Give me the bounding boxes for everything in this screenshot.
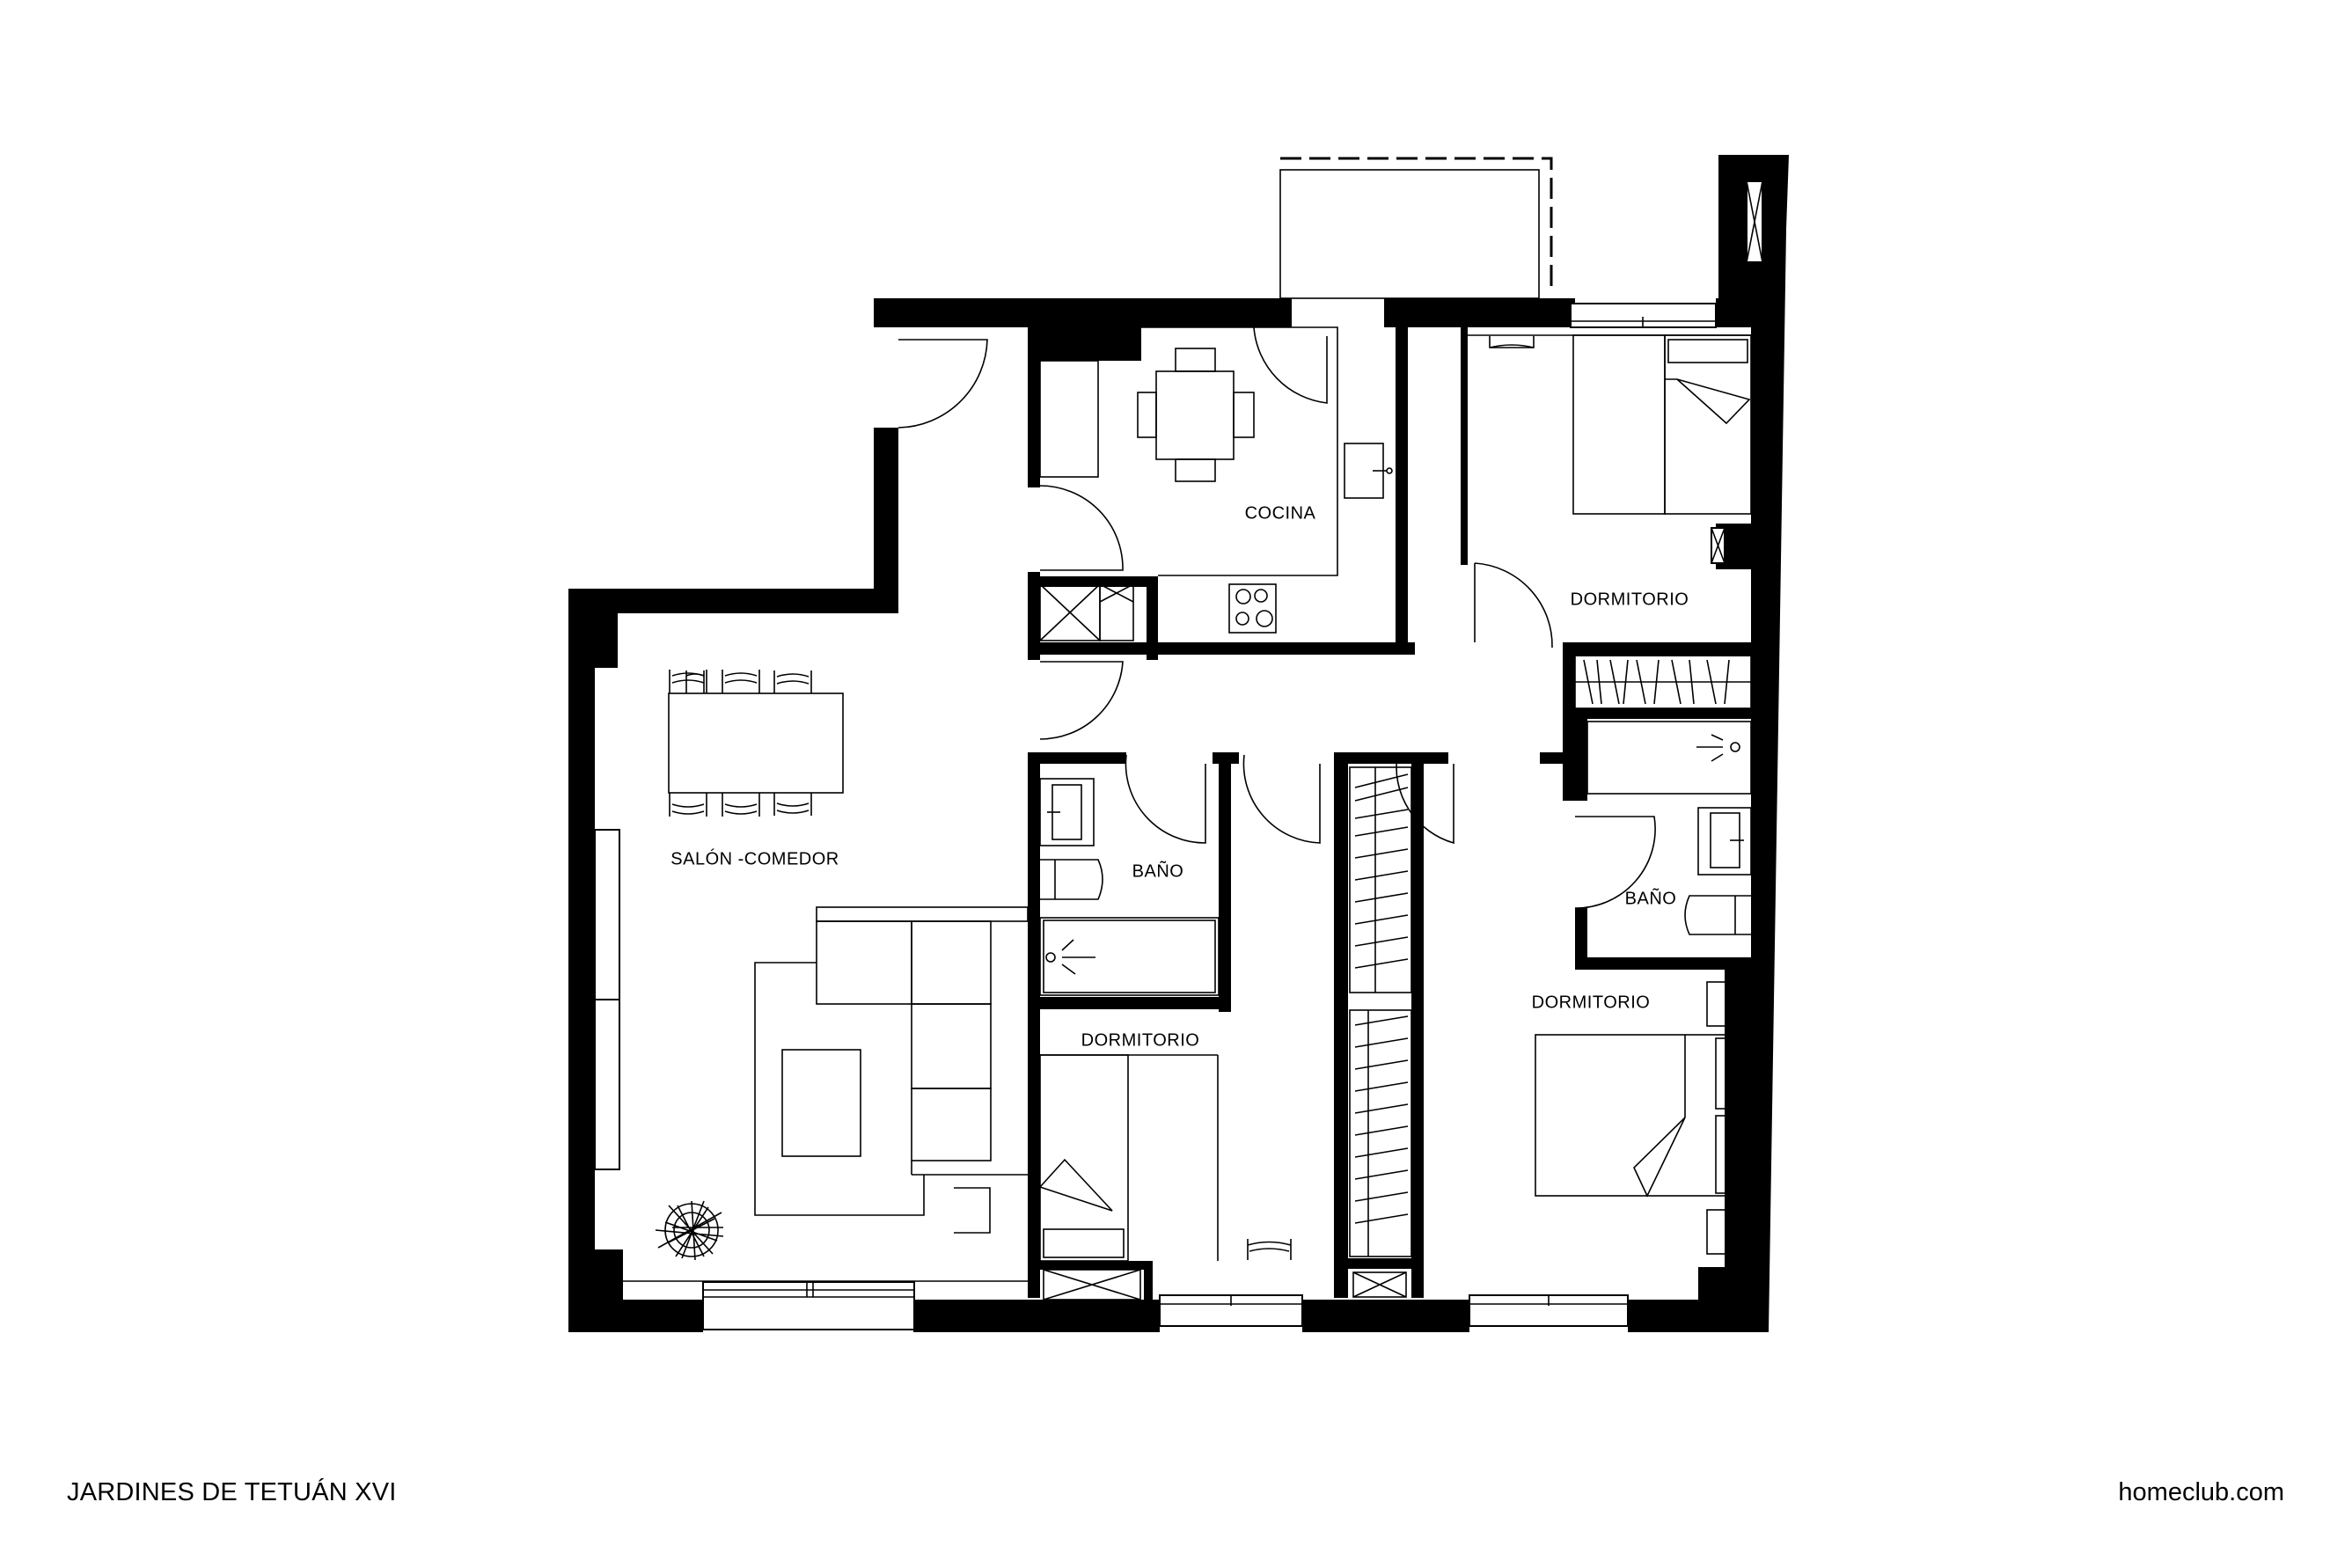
room-label-cocina: COCINA [1244,503,1316,524]
bedroom-3 [1469,981,1752,1327]
room-label-salon-comedor: SALÓN -COMEDOR [670,849,839,869]
room-label-dormitorio-1: DORMITORIO [1570,590,1689,610]
bedroom-2 [1039,1054,1303,1327]
terrace [1279,157,1553,299]
website-link[interactable]: homeclub.com [2118,1478,2284,1506]
vent-shafts [1746,180,1763,263]
bathroom-1 [1028,752,1239,1298]
kitchen-furniture [1039,326,1393,641]
living-dining [594,670,1029,1330]
room-label-bano-1: BAÑO [1132,861,1184,882]
project-name: JARDINES DE TETUÁN XVI [67,1478,397,1506]
kitchen-walls [1028,327,1468,660]
bedroom-1 [1468,303,1752,801]
walls [568,155,1789,1332]
bathroom-2 [1540,717,1752,970]
stove-icon [1228,583,1277,634]
doors [898,326,1656,909]
plant-icon [655,1200,724,1261]
wardrobes [1334,752,1448,1298]
room-label-bano-2: BAÑO [1624,889,1677,909]
room-label-dormitorio-2: DORMITORIO [1081,1030,1200,1051]
room-label-dormitorio-3: DORMITORIO [1531,993,1651,1013]
